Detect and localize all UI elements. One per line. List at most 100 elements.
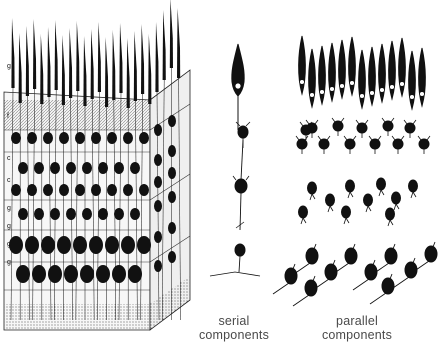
cone-mark — [329, 43, 336, 101]
amacrine-mark — [364, 194, 373, 206]
cell-body-mark — [130, 208, 140, 220]
ganglion-mark — [285, 268, 297, 284]
photoreceptor-mark — [69, 28, 72, 98]
cell-body-mark — [98, 162, 108, 174]
caption-line: parallel — [314, 314, 400, 328]
cone-mark — [349, 37, 356, 95]
cone-mark — [309, 49, 316, 107]
cell-body-mark — [18, 208, 28, 220]
nucleus-mark — [410, 95, 415, 100]
serial-components-caption: serial components — [196, 314, 272, 342]
cell-body-mark — [89, 236, 103, 254]
photoreceptor-mark — [19, 33, 22, 103]
photoreceptor-mark — [62, 35, 65, 105]
photoreceptor-mark — [11, 18, 14, 88]
amacrine-mark — [392, 192, 401, 204]
cone-mark — [339, 40, 346, 98]
cell-body-mark — [123, 132, 133, 144]
photoreceptor-mark — [33, 19, 36, 89]
cell-body-mark — [91, 184, 101, 196]
cell-body-mark — [168, 251, 176, 263]
photoreceptor-mark — [105, 37, 108, 107]
process-mark — [411, 192, 416, 198]
cell-body-mark — [154, 154, 162, 166]
svg-text:f: f — [7, 113, 9, 120]
cell-body-mark — [168, 115, 176, 127]
cone-mark — [389, 41, 396, 99]
photoreceptor-mark — [112, 30, 115, 100]
cell-body-mark — [59, 132, 69, 144]
photoreceptor-mark — [134, 31, 137, 101]
cell-body-mark — [121, 236, 135, 254]
process-mark — [328, 206, 333, 212]
cone-mark — [369, 47, 376, 105]
cell-body-mark — [168, 145, 176, 157]
photoreceptor-mark — [83, 36, 86, 106]
bipolar-mark — [319, 139, 329, 149]
nucleus-mark — [390, 85, 395, 90]
bipolar-mark — [419, 139, 429, 149]
nucleus-mark — [330, 87, 335, 92]
cell-body-mark — [34, 208, 44, 220]
cell-body-mark — [50, 208, 60, 220]
nucleus-mark — [320, 90, 325, 95]
photoreceptor-mark — [76, 21, 79, 91]
cell-body-mark — [82, 208, 92, 220]
process-mark — [344, 218, 349, 224]
cell-body-mark — [80, 265, 94, 283]
photoreceptor-mark — [119, 23, 122, 93]
nucleus-mark — [300, 80, 305, 85]
bipolar-mark — [383, 121, 393, 131]
svg-text:g: g — [7, 241, 11, 248]
process-mark — [301, 218, 306, 224]
photoreceptor-mark — [98, 22, 101, 92]
cell-body-mark — [137, 236, 151, 254]
nucleus-mark — [370, 91, 375, 96]
amacrine-mark — [299, 206, 308, 218]
cell-body-mark — [32, 265, 46, 283]
cell-body-mark — [107, 184, 117, 196]
cell-body-mark — [168, 167, 176, 179]
bipolar-mark — [405, 123, 415, 133]
cone-mark — [419, 48, 426, 106]
amacrine-mark — [326, 194, 335, 206]
amacrine-mark — [409, 180, 418, 192]
ganglion-mark — [306, 248, 318, 264]
photoreceptor-mark — [47, 27, 50, 97]
ganglion-mark — [425, 246, 437, 262]
cone-mark — [359, 50, 366, 108]
cell-body-mark — [27, 132, 37, 144]
photoreceptor-mark — [163, 10, 166, 80]
nucleus-mark — [350, 81, 355, 86]
cell-body-mark — [154, 260, 162, 272]
photoreceptor-mark — [127, 38, 130, 108]
cell-body-mark — [73, 236, 87, 254]
cone-mark — [409, 51, 416, 109]
cell-body-mark — [64, 265, 78, 283]
cell-body-mark — [18, 162, 28, 174]
photoreceptor-mark — [148, 34, 151, 104]
amacrine-mark — [386, 208, 395, 220]
cone-mark — [319, 46, 326, 104]
cell-body-mark — [50, 162, 60, 174]
cell-body-mark — [9, 236, 23, 254]
bipolar-mark — [393, 139, 403, 149]
cell-body-mark — [154, 124, 162, 136]
cell-body-mark — [82, 162, 92, 174]
cell-body-mark — [114, 162, 124, 174]
cell-body-mark — [43, 132, 53, 144]
cell-body-mark — [66, 162, 76, 174]
ganglion-mark — [385, 248, 397, 264]
svg-text:g: g — [7, 63, 11, 70]
cell-body-mark — [57, 236, 71, 254]
cone-mark — [399, 38, 406, 96]
svg-text:g: g — [7, 259, 11, 266]
cell-body-mark — [123, 184, 133, 196]
nucleus-mark — [420, 92, 425, 97]
ganglion-mark — [345, 248, 357, 264]
process-mark — [388, 220, 393, 226]
photoreceptor-mark — [177, 8, 180, 78]
cell-body-mark — [154, 200, 162, 212]
ganglion-mark — [305, 280, 317, 296]
